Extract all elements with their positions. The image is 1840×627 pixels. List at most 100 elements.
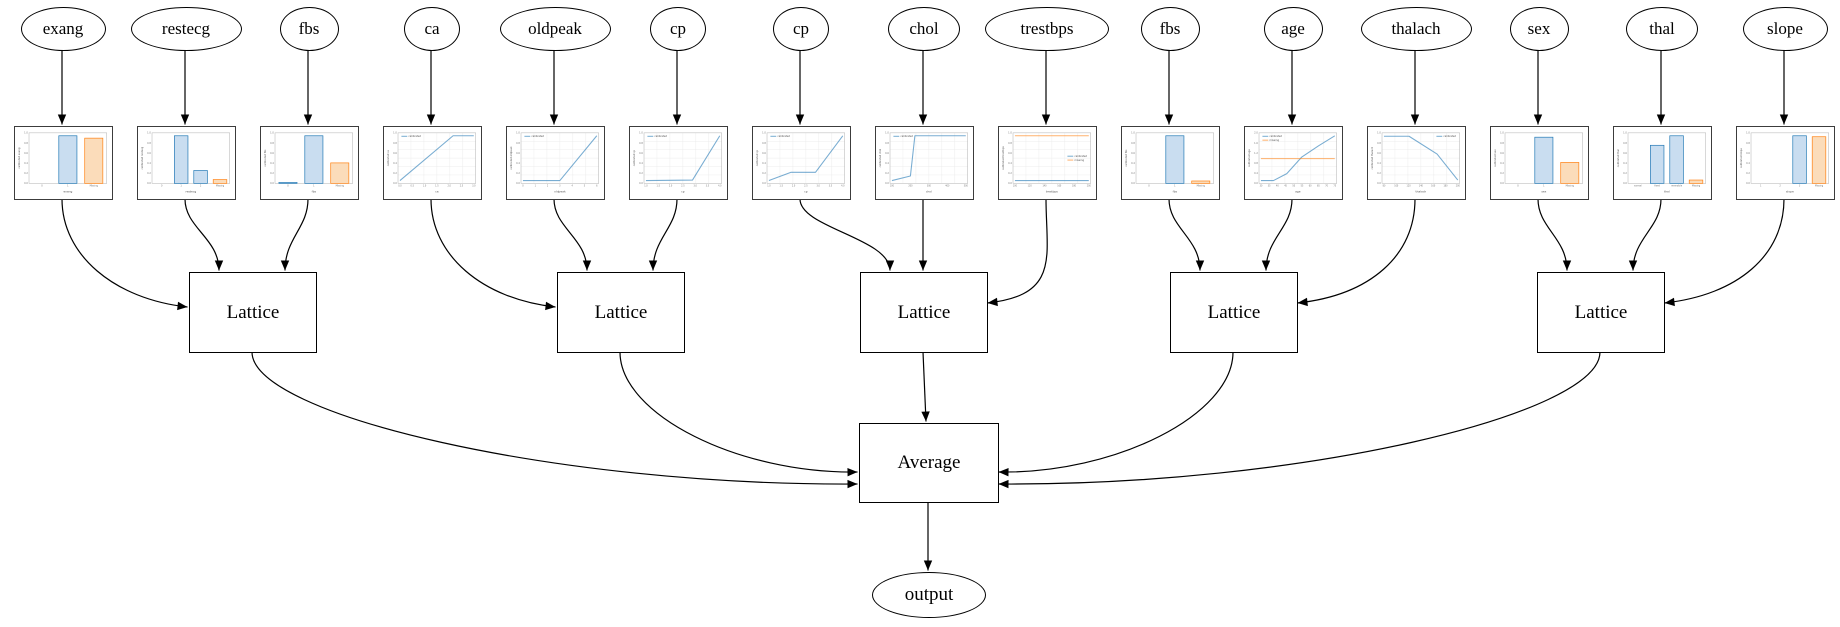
svg-text:1.0: 1.0 <box>1500 132 1504 135</box>
svg-text:1.6: 1.6 <box>1254 142 1258 145</box>
svg-text:0.6: 0.6 <box>1008 152 1012 155</box>
svg-text:0: 0 <box>287 184 289 187</box>
svg-text:calibrated ca: calibrated ca <box>386 149 390 166</box>
feature-label: age <box>1281 19 1305 38</box>
svg-text:0.2: 0.2 <box>1377 172 1381 175</box>
edge-chart-sex-to-lattice-5 <box>1537 198 1572 271</box>
svg-text:140: 140 <box>1418 184 1423 187</box>
svg-text:1: 1 <box>313 184 315 187</box>
svg-text:1: 1 <box>67 184 69 187</box>
svg-text:calibrated: calibrated <box>654 134 667 138</box>
svg-text:0.2: 0.2 <box>1500 172 1504 175</box>
svg-text:0.0: 0.0 <box>1008 182 1012 185</box>
lattice-node-2: Lattice <box>557 272 685 353</box>
feature-label: exang <box>42 19 84 38</box>
svg-text:age: age <box>1295 190 1301 194</box>
svg-text:0: 0 <box>41 184 43 187</box>
svg-text:1.0: 1.0 <box>1008 132 1012 135</box>
edge-chart-thalach-to-lattice-4 <box>1297 198 1416 307</box>
feature-node-exang: exang <box>20 7 106 51</box>
svg-text:1: 1 <box>1174 184 1176 187</box>
svg-text:0.2: 0.2 <box>639 172 643 175</box>
svg-text:200: 200 <box>1455 184 1460 187</box>
svg-text:missing: missing <box>1074 158 1084 162</box>
feature-node-age: age <box>1263 7 1323 51</box>
svg-text:0.4: 0.4 <box>639 162 643 165</box>
edge-chart-exang-to-lattice-1 <box>61 198 188 311</box>
svg-text:0.0: 0.0 <box>1746 182 1750 185</box>
svg-text:1.2: 1.2 <box>1254 152 1258 155</box>
svg-text:0.4: 0.4 <box>1377 162 1381 165</box>
svg-text:0.8: 0.8 <box>885 142 889 145</box>
svg-text:0.6: 0.6 <box>516 152 520 155</box>
svg-text:200: 200 <box>1086 184 1091 187</box>
svg-text:0.4: 0.4 <box>270 162 274 165</box>
edge-chart-fbs-to-lattice-4 <box>1168 198 1205 271</box>
svg-text:0.0: 0.0 <box>398 184 402 187</box>
feature-label: thalach <box>1391 19 1441 38</box>
svg-text:1.0: 1.0 <box>1131 132 1135 135</box>
svg-text:0.6: 0.6 <box>762 152 766 155</box>
svg-text:75: 75 <box>1333 184 1336 187</box>
svg-text:1.0: 1.0 <box>1623 132 1627 135</box>
svg-text:0.8: 0.8 <box>1746 142 1750 145</box>
svg-text:normal: normal <box>1633 184 1641 187</box>
feature-label: sex <box>1527 19 1551 38</box>
svg-text:calibrated trestbps: calibrated trestbps <box>1001 146 1005 170</box>
svg-text:50: 50 <box>1292 184 1295 187</box>
feature-node-sex: sex <box>1509 7 1569 51</box>
feature-label: oldpeak <box>528 19 582 38</box>
svg-text:1.0: 1.0 <box>762 132 766 135</box>
svg-text:3: 3 <box>559 184 561 187</box>
edge-lattice-4-to-average <box>998 351 1234 477</box>
svg-text:calibrated: calibrated <box>408 134 421 138</box>
edge-lattice-2-to-average <box>619 351 858 477</box>
svg-text:180: 180 <box>1443 184 1448 187</box>
svg-text:calibrated chol: calibrated chol <box>878 149 882 168</box>
svg-text:calibrated oldpeak: calibrated oldpeak <box>509 146 513 170</box>
svg-text:cp: cp <box>804 190 808 194</box>
svg-text:0.4: 0.4 <box>147 162 151 165</box>
svg-text:3.0: 3.0 <box>693 184 697 187</box>
svg-text:0.2: 0.2 <box>147 172 151 175</box>
svg-text:0.2: 0.2 <box>762 172 766 175</box>
feature-node-restecg: restecg <box>130 7 242 51</box>
svg-text:0.8: 0.8 <box>393 142 397 145</box>
svg-text:1.0: 1.0 <box>24 132 28 135</box>
svg-text:65: 65 <box>1317 184 1320 187</box>
svg-text:1.0: 1.0 <box>516 132 520 135</box>
svg-text:0.0: 0.0 <box>1500 182 1504 185</box>
svg-text:calibrated: calibrated <box>1269 134 1282 138</box>
svg-text:0.6: 0.6 <box>1377 152 1381 155</box>
svg-text:fixed: fixed <box>1654 184 1660 187</box>
feature-node-cp: cp <box>650 7 706 51</box>
edge-chart-age-to-lattice-4 <box>1261 198 1293 271</box>
svg-text:calibrated: calibrated <box>531 134 544 138</box>
svg-text:0.8: 0.8 <box>1377 142 1381 145</box>
edge-lattice-5-to-average <box>998 351 1601 489</box>
svg-text:Missing: Missing <box>1565 184 1574 187</box>
svg-text:2.0: 2.0 <box>447 184 451 187</box>
svg-text:2: 2 <box>1779 184 1781 187</box>
svg-text:1: 1 <box>1543 184 1545 187</box>
lattice-label: Lattice <box>1207 301 1261 323</box>
svg-text:0.0: 0.0 <box>639 182 643 185</box>
average-node: Average <box>859 423 999 503</box>
svg-text:0.8: 0.8 <box>147 142 151 145</box>
svg-text:1.0: 1.0 <box>639 132 643 135</box>
svg-text:0.8: 0.8 <box>639 142 643 145</box>
svg-text:oldpeak: oldpeak <box>554 190 566 194</box>
svg-text:0.6: 0.6 <box>1131 152 1135 155</box>
svg-text:1.0: 1.0 <box>644 184 648 187</box>
svg-text:calibrated restecg: calibrated restecg <box>140 146 144 169</box>
svg-text:calibrated fbs: calibrated fbs <box>1124 149 1128 167</box>
svg-text:60: 60 <box>1308 184 1311 187</box>
svg-text:1: 1 <box>1760 184 1762 187</box>
edge-chart-trestbps-to-lattice-3 <box>987 198 1048 307</box>
svg-text:120: 120 <box>1027 184 1032 187</box>
